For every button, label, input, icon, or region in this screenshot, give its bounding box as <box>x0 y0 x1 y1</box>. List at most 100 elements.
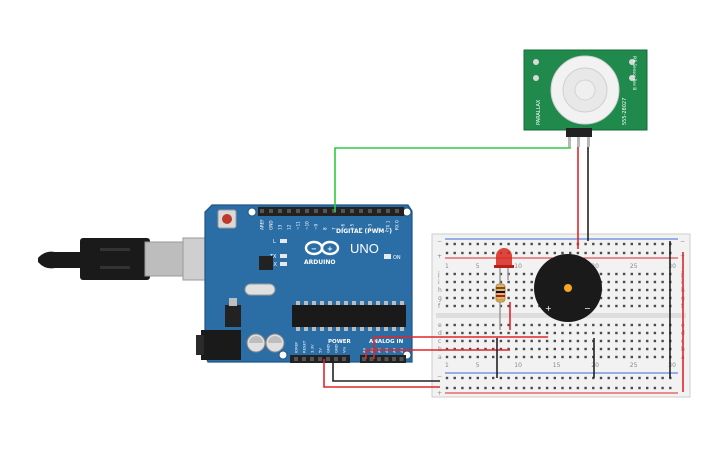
breadboard-hole <box>492 323 495 327</box>
status-leds: L TX RX <box>269 239 287 268</box>
breadboard-hole <box>615 339 618 343</box>
breadboard-hole <box>599 251 603 255</box>
breadboard-hole <box>476 251 479 255</box>
breadboard-hole <box>622 242 626 246</box>
svg-text:−: − <box>680 238 685 245</box>
breadboard-hole <box>530 251 533 255</box>
breadboard-hole <box>476 242 479 246</box>
wire-red-5v <box>323 359 440 388</box>
breadboard-hole <box>507 242 510 246</box>
breadboard-hole <box>445 376 449 380</box>
analog-header <box>360 355 406 363</box>
breadboard-hole <box>661 251 664 255</box>
digital-pin-label: ~11 <box>296 221 301 230</box>
breadboard-hole <box>453 251 456 255</box>
breadboard-hole <box>646 347 649 351</box>
breadboard-hole <box>646 242 649 246</box>
breadboard-hole <box>461 304 464 308</box>
breadboard-hole <box>461 376 464 380</box>
breadboard-hole <box>522 355 526 359</box>
row-letter: d <box>438 330 442 337</box>
wire-green-signal <box>334 147 571 212</box>
breadboard-hole <box>492 304 495 308</box>
atmega-chip <box>292 305 406 327</box>
breadboard-hole <box>607 386 610 390</box>
led-l-label: L <box>273 239 276 245</box>
breadboard-hole <box>661 304 664 308</box>
power-pin-hole <box>342 357 346 361</box>
pir-top-label: PIR Sensor Rev B <box>632 56 637 90</box>
breadboard-hole <box>638 323 641 327</box>
breadboard-hole <box>445 386 449 390</box>
analog-pin-hole <box>399 357 404 361</box>
svg-text:+: + <box>437 253 442 260</box>
breadboard-hole <box>661 376 664 380</box>
breadboard-hole <box>476 386 479 390</box>
breadboard-hole <box>622 304 626 308</box>
breadboard-hole <box>507 331 510 335</box>
breadboard-hole <box>445 323 449 327</box>
breadboard-hole <box>476 280 479 284</box>
wires <box>323 147 684 392</box>
power-pin-label: RESET <box>302 340 307 353</box>
breadboard-hole <box>522 251 526 255</box>
breadboard-hole <box>599 331 603 335</box>
breadboard-hole <box>661 280 664 284</box>
breadboard-hole <box>646 331 649 335</box>
breadboard-hole <box>499 304 503 308</box>
breadboard-hole <box>445 288 449 292</box>
breadboard-hole <box>476 376 479 380</box>
breadboard-hole <box>553 242 556 246</box>
breadboard-hole <box>453 272 456 276</box>
breadboard-hole <box>522 376 526 380</box>
breadboard-hole <box>653 242 657 246</box>
breadboard-hole <box>584 376 587 380</box>
breadboard-hole <box>561 339 564 343</box>
power-pin-hole <box>294 357 298 361</box>
digital-pin-label: TX 1 <box>386 220 391 231</box>
breadboard-hole <box>476 272 479 276</box>
breadboard-hole <box>499 339 503 343</box>
breadboard-hole <box>538 242 541 246</box>
breadboard-hole <box>622 386 626 390</box>
breadboard-hole <box>530 242 533 246</box>
breadboard-hole <box>615 331 618 335</box>
breadboard-hole <box>515 347 518 351</box>
breadboard-hole <box>484 339 487 343</box>
breadboard-hole <box>476 355 479 359</box>
breadboard-hole <box>515 272 518 276</box>
power-pin-hole <box>318 357 322 361</box>
breadboard-hole <box>484 323 487 327</box>
usb-chip <box>259 256 273 270</box>
breadboard-hole <box>599 304 603 308</box>
breadboard-hole <box>638 386 641 390</box>
breadboard-hole <box>599 386 603 390</box>
breadboard-hole <box>545 323 549 327</box>
breadboard-hole <box>630 242 633 246</box>
breadboard-hole <box>607 355 610 359</box>
breadboard-hole <box>630 251 633 255</box>
breadboard-hole <box>630 272 633 276</box>
breadboard-hole <box>592 386 595 390</box>
crystal <box>244 283 276 296</box>
breadboard-hole <box>561 347 564 351</box>
breadboard-hole <box>538 331 541 335</box>
atmega-chip-pins <box>296 301 404 331</box>
breadboard-hole <box>522 296 526 300</box>
breadboard-hole <box>468 288 472 292</box>
breadboard-hole <box>445 304 449 308</box>
breadboard-hole <box>445 242 449 246</box>
buzzer-plus-label: + <box>545 304 552 313</box>
analog-pin-hole <box>384 357 389 361</box>
breadboard-hole <box>653 339 657 343</box>
power-jack <box>201 330 241 360</box>
arduino-logo: − + ARDUINO <box>304 240 340 266</box>
breadboard-hole <box>499 242 503 246</box>
breadboard-hole <box>468 339 472 343</box>
breadboard-hole <box>530 376 533 380</box>
breadboard-hole <box>607 251 610 255</box>
breadboard-hole <box>622 251 626 255</box>
breadboard-hole <box>538 323 541 327</box>
digital-pin-label: ~10 <box>305 221 310 230</box>
